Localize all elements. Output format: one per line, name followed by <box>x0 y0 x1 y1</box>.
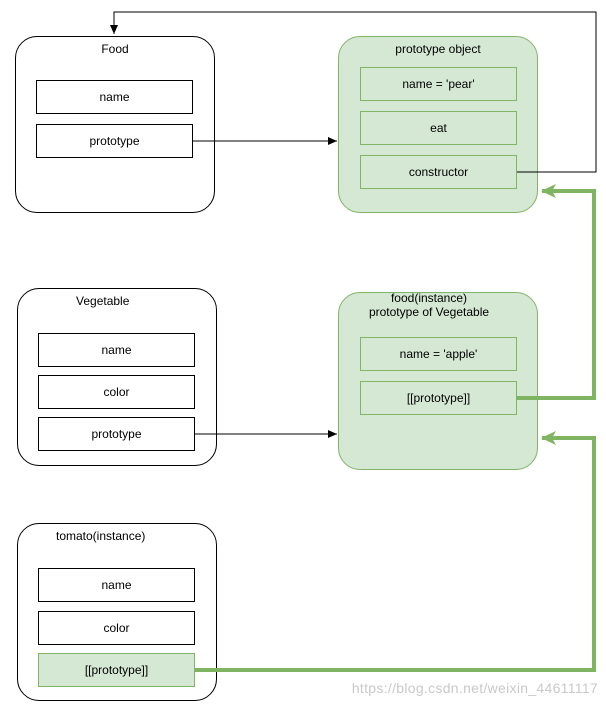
tomato-color-field: color <box>38 611 195 645</box>
food-instance-prototype-field: [[prototype]] <box>360 381 517 415</box>
prototype-object-name-field: name = 'pear' <box>360 67 517 101</box>
food-instance-title-line2: prototype of Vegetable <box>368 305 490 319</box>
food-prototype-field: prototype <box>36 124 193 158</box>
vegetable-name-field: name <box>38 333 195 367</box>
edge-tomato-proto-to-food-instance <box>195 431 596 672</box>
food-instance-name-field: name = 'apple' <box>360 337 517 371</box>
vegetable-prototype-field: prototype <box>38 417 195 451</box>
prototype-object-constructor-field: constructor <box>360 155 517 189</box>
food-instance-title-line1: food(instance) <box>390 291 468 305</box>
edge-food-instance-proto-to-prototype-object <box>517 184 596 400</box>
prototype-object-eat-field: eat <box>360 111 517 145</box>
watermark: https://blog.csdn.net/weixin_44611117 <box>351 680 598 696</box>
edge-constructor-to-food <box>110 11 597 173</box>
vegetable-color-field: color <box>38 375 195 409</box>
tomato-prototype-field: [[prototype]] <box>38 653 195 687</box>
tomato-title: tomato(instance) <box>56 529 146 543</box>
food-title: Food <box>101 42 129 56</box>
vegetable-title: Vegetable <box>76 294 130 308</box>
food-name-field: name <box>36 80 193 114</box>
tomato-name-field: name <box>38 568 195 602</box>
prototype-object-title: prototype object <box>395 42 481 56</box>
